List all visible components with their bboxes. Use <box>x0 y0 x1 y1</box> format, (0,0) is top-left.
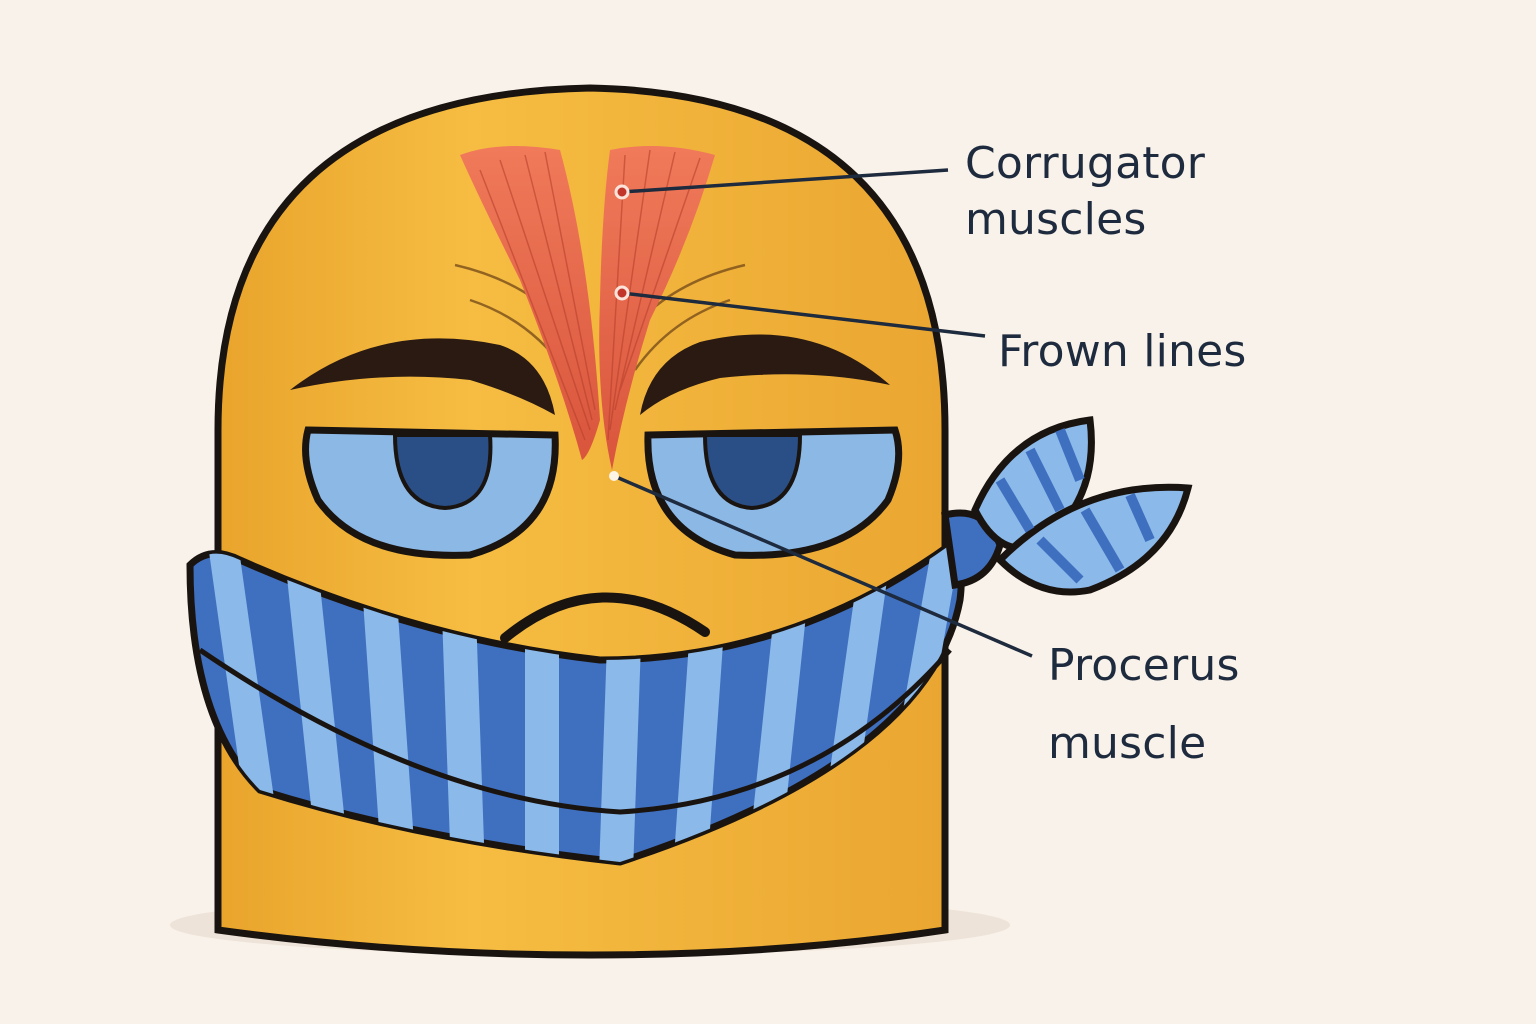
corrugator-leader <box>621 168 949 194</box>
scarf-knot <box>941 416 1193 596</box>
corrugator-muscles <box>460 146 715 470</box>
right-eye <box>644 426 903 559</box>
corrugator-dot <box>614 184 630 200</box>
procerus-dot <box>609 471 619 481</box>
label-corrugator-line2: muscles <box>965 194 1147 245</box>
frown-mouth <box>500 592 710 643</box>
label-corrugator: Corrugator muscles <box>965 136 1205 248</box>
label-corrugator-line1: Corrugator <box>965 138 1206 189</box>
label-frown-lines: Frown lines <box>998 324 1247 380</box>
label-frown-line1: Frown lines <box>998 326 1247 377</box>
left-eyebrow <box>290 338 555 415</box>
left-eye <box>302 426 559 559</box>
right-eyebrow <box>640 334 890 415</box>
procerus-leader <box>613 474 1033 658</box>
frown-dot <box>614 285 630 301</box>
label-procerus: Procerus muscle <box>1048 638 1240 772</box>
leader-lines <box>613 168 1033 658</box>
label-procerus-line1: Procerus <box>1048 640 1240 691</box>
frown-leader <box>621 291 986 338</box>
leader-dots <box>614 184 630 301</box>
label-procerus-line2: muscle <box>1048 718 1207 769</box>
